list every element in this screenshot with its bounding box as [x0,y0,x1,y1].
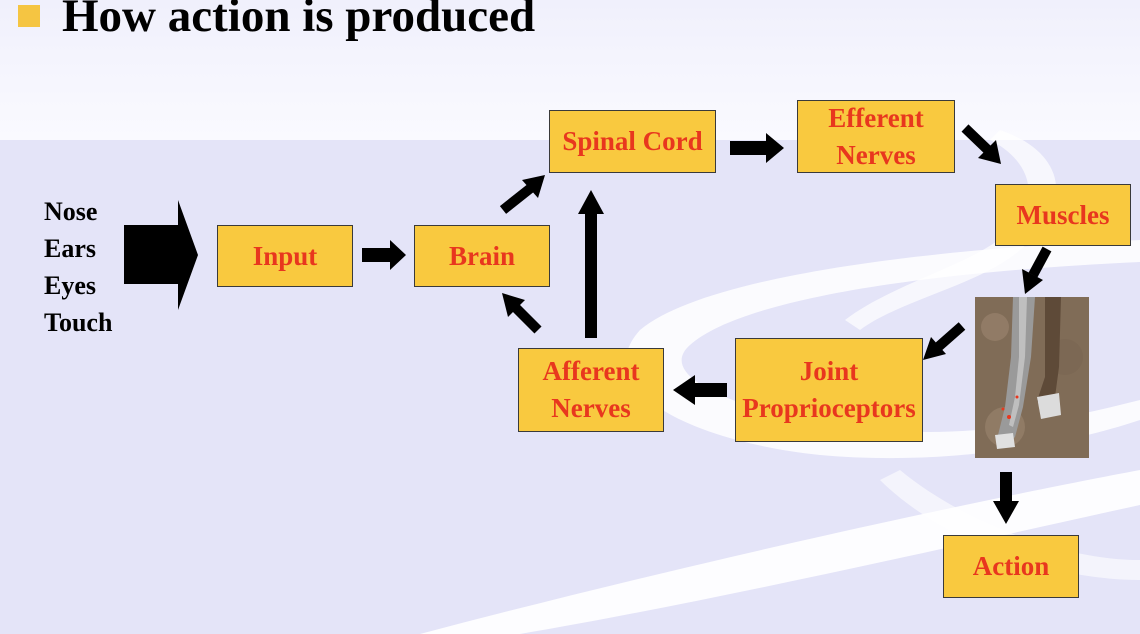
afferent-label-line2: Nerves [551,393,631,423]
arrow-brain-spinal [499,183,536,214]
action-label: Action [972,551,1050,581]
arrow-muscles-photo [1028,246,1052,278]
muscles-label: Muscles [1016,199,1110,230]
arrow-spinal-efferent [730,133,784,163]
action-box: Action [943,535,1079,598]
sensory-inputs-list: Nose Ears Eyes Touch [44,193,112,341]
input-label: Input [252,240,318,271]
joint-label-line1: Joint [799,356,859,386]
arrow-afferent-brain [510,302,542,334]
efferent-label-line2: Nerves [836,139,916,170]
spinal-cord-box: Spinal Cord [549,110,716,173]
joint-proprioceptors-box: Joint Proprioceptors [735,338,923,442]
arrow-photo-joint [933,322,966,352]
sense-touch: Touch [44,308,113,337]
sense-ears: Ears [44,234,96,263]
slide-title: How action is produced [62,0,536,42]
title-row: How action is produced [18,0,535,46]
brain-box: Brain [414,225,550,287]
afferent-nerves-box: Afferent Nerves [518,348,664,432]
brain-label: Brain [448,240,515,271]
afferent-label-line1: Afferent [542,356,640,386]
arrow-efferent-muscles [961,124,994,156]
spinal-cord-label: Spinal Cord [562,126,703,156]
arrow-input-brain [362,240,406,270]
efferent-label-line1: Efferent [828,102,924,133]
joint-label-line2: Proprioceptors [742,393,916,423]
muscles-box: Muscles [995,184,1131,246]
horse-leg-photo [975,297,1089,458]
arrow-joint-afferent [673,375,727,405]
sense-nose: Nose [44,197,98,226]
efferent-nerves-box: Efferent Nerves [797,100,955,173]
big-input-arrow [124,200,198,310]
sense-eyes: Eyes [44,271,96,300]
arrow-afferent-spinal [578,190,604,338]
input-box: Input [217,225,353,287]
title-bullet [18,5,40,27]
arrow-photo-action [993,472,1019,524]
